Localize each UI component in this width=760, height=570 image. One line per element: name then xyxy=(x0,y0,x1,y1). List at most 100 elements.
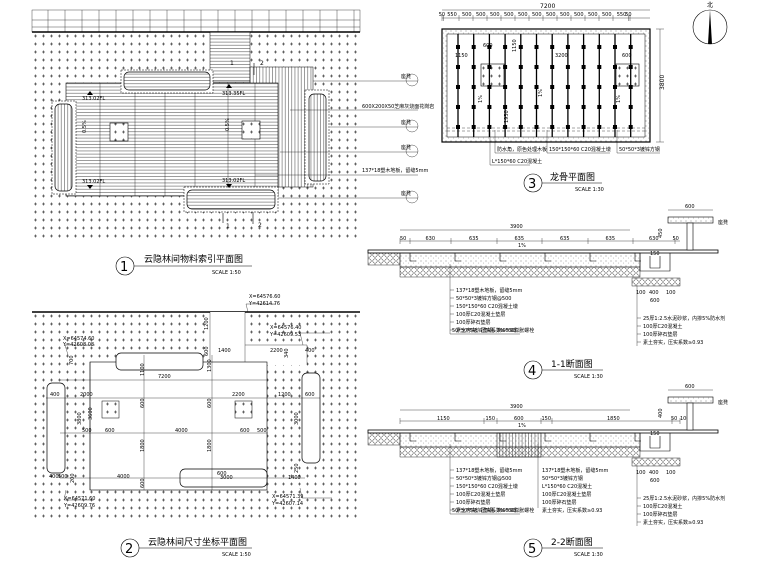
bench-label: 座凳 xyxy=(718,399,728,406)
concrete-pier xyxy=(503,105,508,109)
deck-surface xyxy=(367,249,719,254)
dimension-label: 1300 xyxy=(207,359,213,372)
svg-text:1%: 1% xyxy=(538,89,544,97)
concrete-pier xyxy=(503,45,508,49)
drain-dim: 600 xyxy=(650,298,660,304)
svg-text:1: 1 xyxy=(226,223,230,230)
layer-note: 100厚C20混凝土垫层 xyxy=(542,491,591,498)
concrete-pier xyxy=(628,45,633,49)
svg-text:X=64571.60: X=64571.60 xyxy=(64,496,95,502)
concrete-pier xyxy=(534,85,539,89)
dimension-label: 400 xyxy=(50,392,60,398)
svg-text:3200: 3200 xyxy=(555,53,568,59)
concrete-pier xyxy=(487,125,492,129)
concrete-pier xyxy=(581,105,586,109)
drain-note: 25厚1:2.5水泥砂浆，内掺5%防水剂 xyxy=(643,495,725,502)
svg-text:Y=42607.14: Y=42607.14 xyxy=(271,501,303,507)
elevation-marks: 313.02FL 313.35FL 313.02FL 313.02FL 0.5%… xyxy=(82,84,245,189)
svg-text:600X200X50芝麻灰烧面花岗岩: 600X200X50芝麻灰烧面花岗岩 xyxy=(362,103,434,110)
svg-text:座凳: 座凳 xyxy=(401,119,411,126)
concrete-pier xyxy=(518,125,523,129)
height-dim: 400 xyxy=(658,408,664,418)
dimension-label: 635 xyxy=(606,236,616,242)
dimension-label: 3600 xyxy=(88,407,94,420)
dimension-label: 3000 xyxy=(220,475,233,481)
drain-dim: 100 xyxy=(666,470,676,476)
svg-text:SCALE 1:50: SCALE 1:50 xyxy=(212,270,241,276)
bench-post xyxy=(686,402,694,431)
bench xyxy=(301,372,321,464)
total-dim: 3900 xyxy=(510,224,523,230)
concrete-pier xyxy=(534,125,539,129)
concrete-pier xyxy=(613,125,617,129)
concrete-pier xyxy=(503,125,508,129)
bench xyxy=(46,382,66,474)
drain-channel xyxy=(639,253,671,272)
dimension-label: 500 xyxy=(518,12,528,18)
dimension-label: 50 xyxy=(625,12,631,18)
svg-text:1150: 1150 xyxy=(512,39,518,52)
dimension-label: 340 xyxy=(284,348,290,358)
svg-text:北: 北 xyxy=(707,1,713,9)
dimension-label: 50 xyxy=(673,236,679,242)
anchor-note: 50*50*5镀锌角钢，M6*60膨胀螺栓 xyxy=(452,327,534,334)
drain-dim: 150 xyxy=(650,431,660,437)
svg-text:1150: 1150 xyxy=(455,53,468,59)
svg-text:座凳: 座凳 xyxy=(401,73,411,80)
concrete-pier xyxy=(471,125,476,129)
steel-angle xyxy=(544,253,551,262)
index-bubble[interactable]: 座凳 xyxy=(401,119,419,133)
concrete-pier xyxy=(565,105,570,109)
concrete-pier xyxy=(534,45,539,49)
drain-dim: 100 xyxy=(636,470,646,476)
layer-note: 100厚C20混凝土垫层 xyxy=(456,311,505,318)
dimension-label: 4000 xyxy=(117,474,130,480)
bench-post xyxy=(686,222,694,251)
svg-text:龙骨平面图: 龙骨平面图 xyxy=(550,171,595,183)
bench xyxy=(115,352,204,371)
concrete-pier xyxy=(518,105,523,109)
height-dim: 450 xyxy=(658,228,664,238)
joist-notes: 防水角，原色处理木板 L*150*60 C20混凝土 150*150*60 C2… xyxy=(489,130,660,166)
concrete-pier xyxy=(581,45,586,49)
layer-note: 150*150*60 C20混凝土墩 xyxy=(456,483,518,490)
view4-title: 4 1-1断面图 SCALE 1:30 xyxy=(523,358,603,380)
dimension-label: 500 xyxy=(82,428,92,434)
svg-text:3: 3 xyxy=(528,177,536,192)
dimension-label: 500 xyxy=(490,12,500,18)
steel-angle xyxy=(499,433,506,442)
concrete-pier xyxy=(487,45,492,49)
steel-angle xyxy=(634,253,641,262)
dimension-label: 500 xyxy=(504,12,514,18)
layer-note: 100厚碎石垫层 xyxy=(542,499,577,506)
dimension-label: 500 xyxy=(602,12,612,18)
tree-pit xyxy=(480,63,505,87)
svg-text:Y=42608.08: Y=42608.08 xyxy=(62,342,94,348)
dimension-label: 700 xyxy=(69,355,75,365)
svg-text:X=64576.40: X=64576.40 xyxy=(270,325,301,331)
dimension-label: 2200 xyxy=(232,392,245,398)
grid-lines xyxy=(47,10,355,32)
drain-base xyxy=(631,277,681,287)
view2-title: 2 云隐林间尺寸坐标平面图 SCALE 1:50 xyxy=(120,536,252,558)
dimension-label: 1400 xyxy=(288,475,301,481)
dimension-label: 50 xyxy=(671,416,677,422)
svg-text:SCALE 1:50: SCALE 1:50 xyxy=(222,552,251,558)
concrete-pier xyxy=(597,105,602,109)
concrete-pier xyxy=(581,125,586,129)
concrete-pier xyxy=(471,105,476,109)
index-bubble[interactable]: 座凳 xyxy=(401,144,419,158)
index-bubble[interactable]: 座凳 xyxy=(401,190,419,204)
svg-text:313.02FL: 313.02FL xyxy=(82,96,105,102)
paving-grid xyxy=(31,9,361,33)
layer-note: 50*50*3镀锌方钢@500 xyxy=(456,295,511,302)
svg-text:云隐林间尺寸坐标平面图: 云隐林间尺寸坐标平面图 xyxy=(148,536,247,548)
svg-text:7200: 7200 xyxy=(540,3,555,10)
dimension-label: 600 xyxy=(217,471,227,477)
svg-text:2-2断面图: 2-2断面图 xyxy=(551,536,593,548)
index-bubble[interactable]: 座凳 xyxy=(401,73,419,87)
concrete-pier xyxy=(550,85,555,89)
concrete-pier xyxy=(597,45,602,49)
